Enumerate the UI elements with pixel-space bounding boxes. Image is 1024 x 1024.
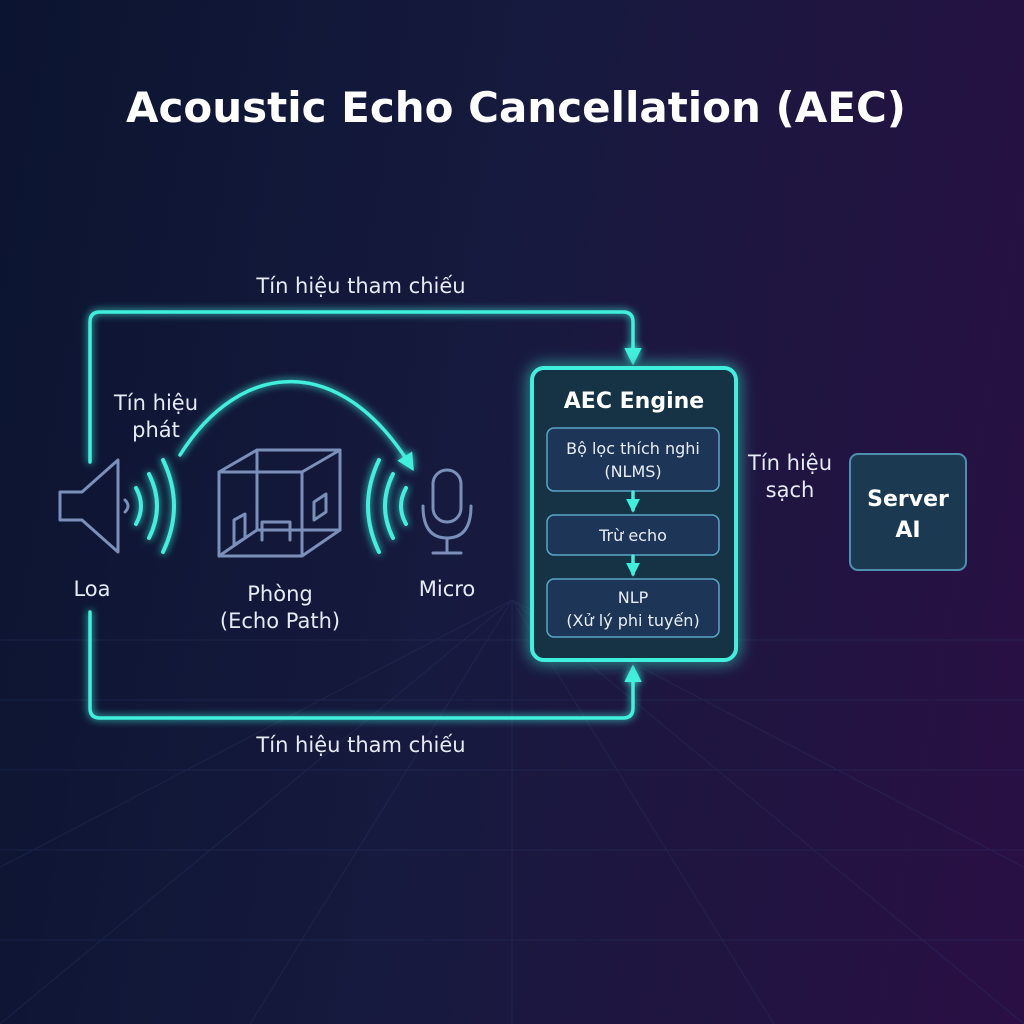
clean-signal-label-line2: sạch [766, 478, 815, 502]
room-cube-icon [217, 448, 342, 558]
speaker-label: Loa [73, 577, 110, 601]
microphone-sound-waves-icon [366, 458, 408, 554]
server-label-line2: AI [895, 518, 920, 543]
background-grid [0, 599, 1024, 1024]
aec-engine-title: AEC Engine [564, 389, 704, 414]
clean-signal-label-line1: Tín hiệu [747, 451, 832, 475]
aec-engine-box: AEC Engine Bộ lọc thích nghi (NLMS) Trừ … [530, 366, 738, 662]
reference-signal-bottom-label: Tín hiệu tham chiếu [255, 733, 465, 757]
reference-signal-top-label: Tín hiệu tham chiếu [255, 274, 465, 298]
room-label-line2: (Echo Path) [220, 609, 340, 633]
playback-signal-label-line2: phát [132, 418, 180, 442]
reference-signal-lines [88, 310, 642, 720]
echo-subtraction-label: Trừ echo [598, 526, 667, 545]
adaptive-filter-line1: Bộ lọc thích nghi [566, 439, 700, 458]
speaker-icon [58, 458, 130, 554]
room-label-line1: Phòng [247, 582, 312, 606]
adaptive-filter-line2: (NLMS) [604, 462, 661, 481]
playback-signal-label-line1: Tín hiệu [113, 391, 198, 415]
server-label-line1: Server [867, 487, 949, 512]
nlp-line1: NLP [618, 588, 649, 607]
nlp-block [546, 578, 720, 638]
nlp-line2: (Xử lý phi tuyến) [566, 611, 699, 630]
microphone-icon [421, 468, 473, 555]
microphone-label: Micro [419, 577, 476, 601]
speaker-sound-waves-icon [134, 458, 176, 554]
server-ai-box: Server AI [849, 453, 967, 571]
diagram-title: Acoustic Echo Cancellation (AEC) [126, 83, 906, 132]
reference-path-bottom [88, 610, 642, 720]
adaptive-filter-block [546, 427, 720, 492]
playback-signal-arc [178, 380, 414, 471]
reference-path-top [88, 310, 642, 464]
